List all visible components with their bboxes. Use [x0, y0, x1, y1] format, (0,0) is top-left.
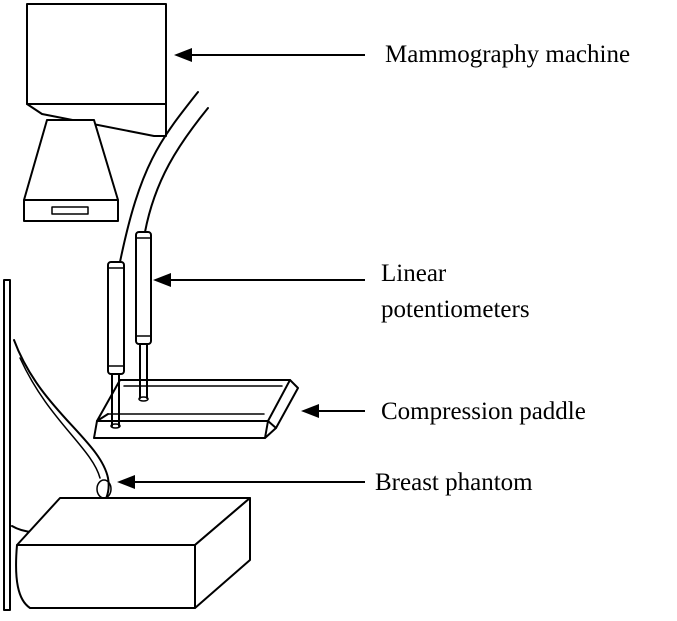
tube-window [51, 206, 89, 215]
cable-left [119, 91, 199, 263]
machine-housing [26, 3, 167, 105]
mammography-machine [23, 3, 167, 222]
arrow-breast-phantom [117, 475, 365, 489]
tube-face [23, 199, 119, 222]
tube-head [23, 119, 119, 201]
compression-paddle [93, 379, 299, 439]
label-compression-paddle: Compression paddle [381, 398, 586, 425]
linear-potentiometers [107, 231, 152, 429]
arrow-compression-paddle [301, 404, 365, 418]
arrow-linear-potentiometers [153, 273, 365, 287]
label-linear-potentiometers-line1: Linear [381, 260, 447, 287]
cable-right [144, 107, 209, 233]
potentiometer-right [135, 231, 152, 345]
chest-wall [3, 279, 11, 611]
potentiometer-left [107, 261, 125, 375]
machine-collar [26, 103, 167, 137]
label-linear-potentiometers-line2: potentiometers [381, 296, 530, 323]
label-breast-phantom: Breast phantom [375, 469, 533, 496]
support-block [15, 497, 251, 609]
label-mammography-machine: Mammography machine [385, 41, 630, 68]
arrow-mammography-machine [174, 48, 365, 62]
potentiometer-cables [119, 91, 209, 263]
